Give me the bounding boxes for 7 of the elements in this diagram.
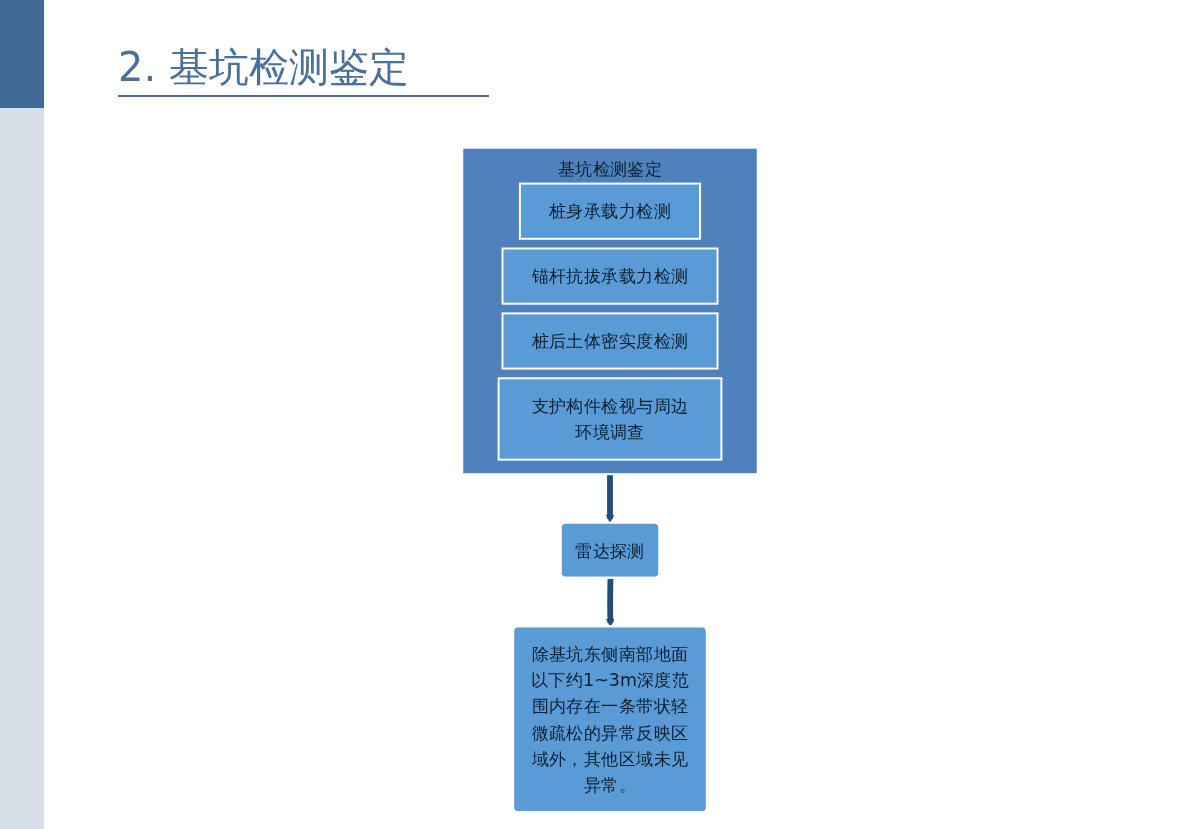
arrow	[605, 474, 615, 523]
node-box: 桩后土体密实度检测	[501, 312, 719, 370]
node-box: 锚杆抗拔承载力检测	[501, 247, 719, 305]
node-box: 桩身承载力检测	[518, 182, 702, 240]
arrow	[606, 578, 615, 628]
node-box: 支护构件检视与周边环境调查	[497, 377, 723, 461]
slide-title: 2. 基坑检测鉴定	[118, 40, 489, 97]
